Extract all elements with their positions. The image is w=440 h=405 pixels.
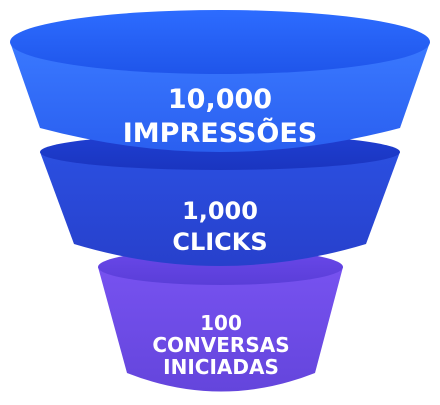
stage-2-label: CLICKS <box>172 228 267 256</box>
funnel-stage-2: 1,000 CLICKS <box>40 134 400 266</box>
stage-3-label-line2: INICIADAS <box>163 355 279 379</box>
funnel-stage-3: 100 CONVERSAS INICIADAS <box>98 249 343 392</box>
stage-3-label-line1: CONVERSAS <box>152 333 289 357</box>
stage-1-label: IMPRESSÕES <box>123 117 317 149</box>
stage-2-value: 1,000 <box>182 197 258 225</box>
funnel-stage-1: 10,000 IMPRESSÕES <box>10 10 430 152</box>
stage-1-value: 10,000 <box>168 84 272 115</box>
stage-3-value: 100 <box>200 311 242 335</box>
